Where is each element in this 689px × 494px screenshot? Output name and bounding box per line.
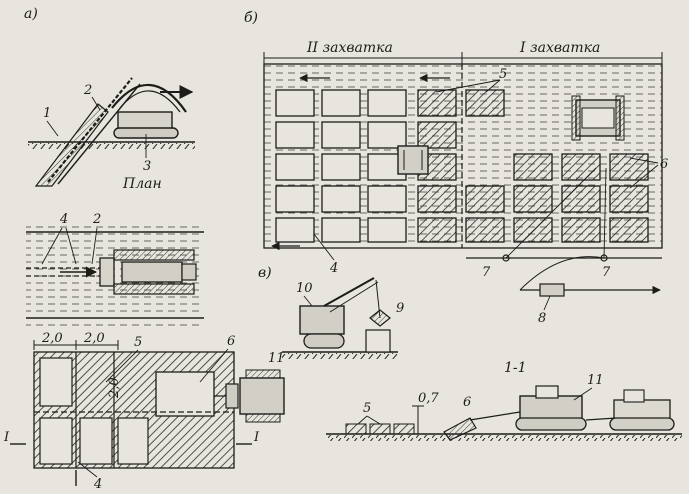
callout-5-grid: 5 — [134, 335, 142, 350]
callout-6-grid: 6 — [227, 334, 235, 349]
callout-7-left: 7 — [482, 265, 491, 280]
section-mark-right: I — [253, 430, 260, 445]
section-mark-left: I — [3, 430, 10, 445]
panel-a-plan — [26, 226, 204, 326]
dim-depth: 0,7 — [418, 391, 439, 406]
panel-a-profile — [28, 77, 195, 187]
callout-1: 1 — [43, 106, 51, 121]
dim-2-0-b: 2,0 — [83, 331, 105, 346]
callout-8: 8 — [538, 311, 546, 326]
callout-2-plan: 2 — [92, 212, 101, 227]
callout-4-plan: 4 — [59, 212, 68, 227]
callout-5-section: 5 — [363, 401, 371, 416]
callout-7-right: 7 — [602, 265, 611, 280]
panel-v-crane — [282, 277, 398, 359]
label-panel-b: б) — [244, 10, 258, 26]
callout-2: 2 — [83, 83, 92, 98]
callout-4-grid: 4 — [93, 477, 102, 492]
panel-a-grid — [10, 340, 285, 486]
callout-6-b: 6 — [660, 157, 668, 172]
heading-plan: План — [122, 176, 162, 192]
callout-5-b: 5 — [499, 67, 507, 82]
callout-6-section: 6 — [463, 395, 471, 410]
callout-11-section: 11 — [587, 373, 604, 388]
callout-10: 10 — [296, 281, 313, 296]
heading-zakhvatka-2: II захватка — [306, 40, 393, 56]
callout-11-grid: 11 — [268, 351, 285, 366]
callout-9: 9 — [396, 301, 404, 316]
callout-3: 3 — [143, 159, 151, 174]
panel-b-plan — [263, 52, 663, 297]
heading-section-1-1: 1-1 — [504, 360, 527, 376]
dim-2-0-c: 2,0 — [107, 377, 122, 399]
dim-2-0-a: 2,0 — [41, 331, 63, 346]
heading-zakhvatka-1: I захватка — [519, 40, 600, 56]
label-panel-v: в) — [258, 265, 272, 281]
callout-4-b: 4 — [329, 261, 338, 276]
section-1-1 — [326, 385, 682, 441]
label-panel-a: а) — [24, 6, 38, 22]
